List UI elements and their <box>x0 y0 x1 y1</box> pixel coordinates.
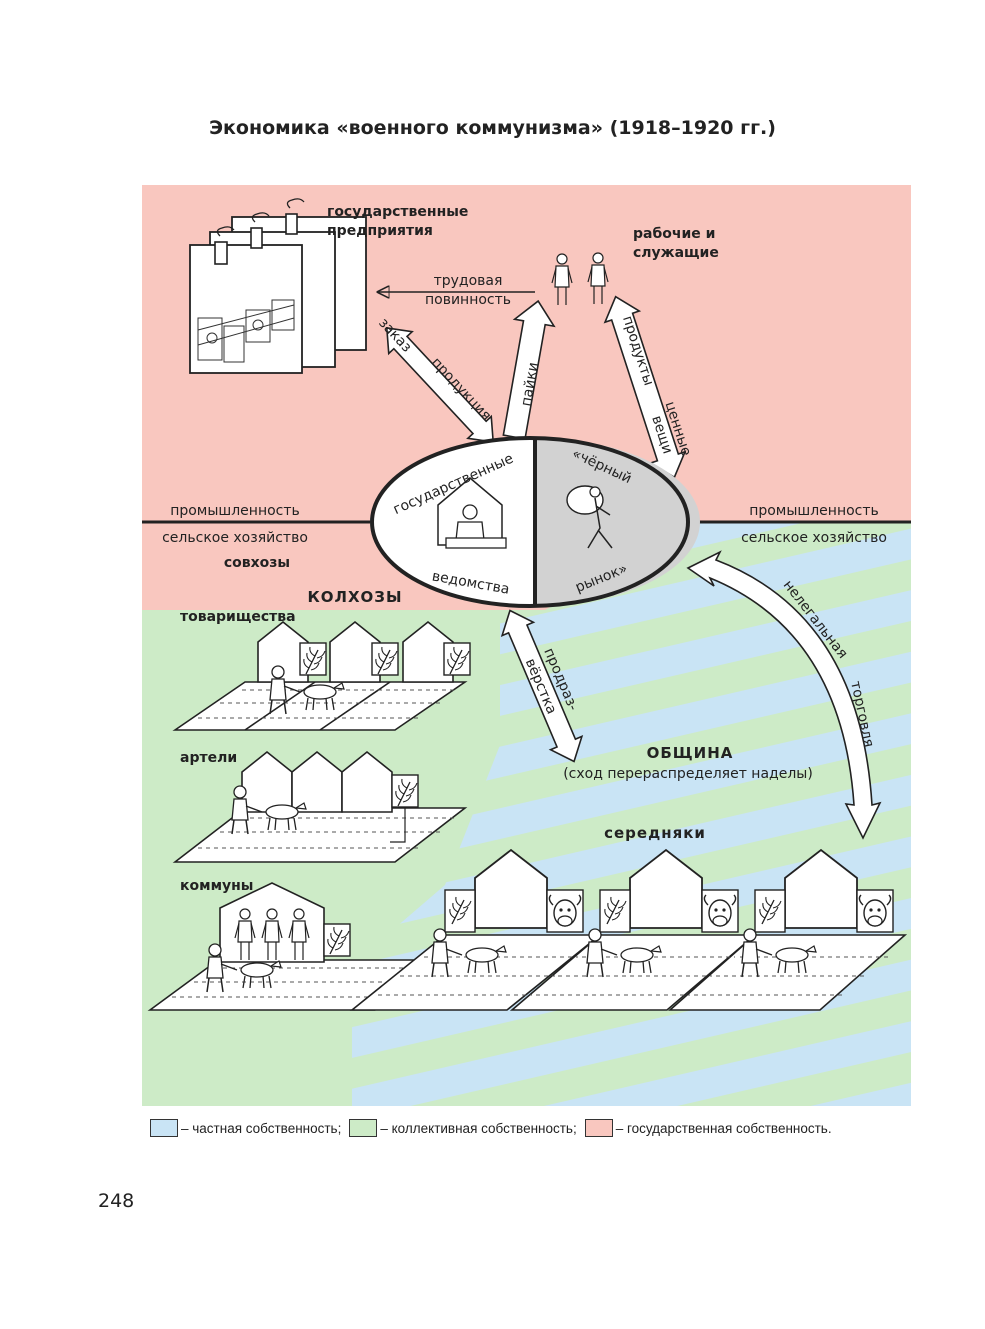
label-agriculture-left: сельское хозяйство <box>162 530 308 546</box>
label-tovarishchestva: товарищества <box>180 609 296 625</box>
page-number: 248 <box>98 1190 135 1212</box>
central-node <box>370 436 700 608</box>
label-obshchina-note: (сход перераспределяет наделы) <box>563 766 813 782</box>
label-kommuny: коммуны <box>180 878 253 894</box>
tovarishchestva-scene <box>172 621 471 731</box>
legend-swatch-state <box>584 1119 613 1137</box>
arteli-scene <box>172 751 468 863</box>
page-title: Экономика «военного коммунизма» (1918–19… <box>209 117 776 139</box>
legend-collective: – коллективная собственность; <box>349 1119 577 1137</box>
legend-private-label: – частная собственность; <box>181 1120 342 1136</box>
rations-arrow <box>502 299 556 440</box>
label-workers-1: рабочие и <box>633 226 715 242</box>
legend-collective-label: – коллективная собственность; <box>380 1120 577 1136</box>
label-serednyaki: середняки <box>604 824 706 842</box>
prodrazverstka-arrow <box>500 609 584 763</box>
legend-state-label: – государственная собственность. <box>615 1120 832 1136</box>
label-state-enterprises-1: государственные <box>327 204 468 220</box>
label-state-enterprises-2: предприятия <box>327 223 433 239</box>
label-industry-right: промышленность <box>749 503 879 519</box>
label-arteli: артели <box>180 750 237 766</box>
legend-private: – частная собственность; <box>150 1119 341 1137</box>
label-workers-2: служащие <box>633 245 719 261</box>
label-labor-duty-2: повинность <box>425 292 511 308</box>
label-kolkhozy: КОЛХОЗЫ <box>308 588 403 606</box>
legend-swatch-collective <box>349 1119 378 1137</box>
label-rations: пайки <box>518 361 541 407</box>
state-enterprises-icon <box>189 198 367 374</box>
label-obshchina: ОБЩИНА <box>647 744 734 762</box>
legend-swatch-private <box>150 1119 178 1137</box>
illegal-trade-arrow <box>686 550 882 840</box>
label-sovkhozy: совхозы <box>224 555 290 571</box>
label-agriculture-right: сельское хозяйство <box>741 530 887 546</box>
legend: – частная собственность; – коллективная … <box>150 1117 840 1139</box>
serednyaki-scene <box>349 849 908 1011</box>
label-industry-left: промышленность <box>170 503 300 519</box>
legend-state: – государственная собственность. <box>584 1119 832 1137</box>
label-labor-duty-1: трудовая <box>434 273 503 289</box>
